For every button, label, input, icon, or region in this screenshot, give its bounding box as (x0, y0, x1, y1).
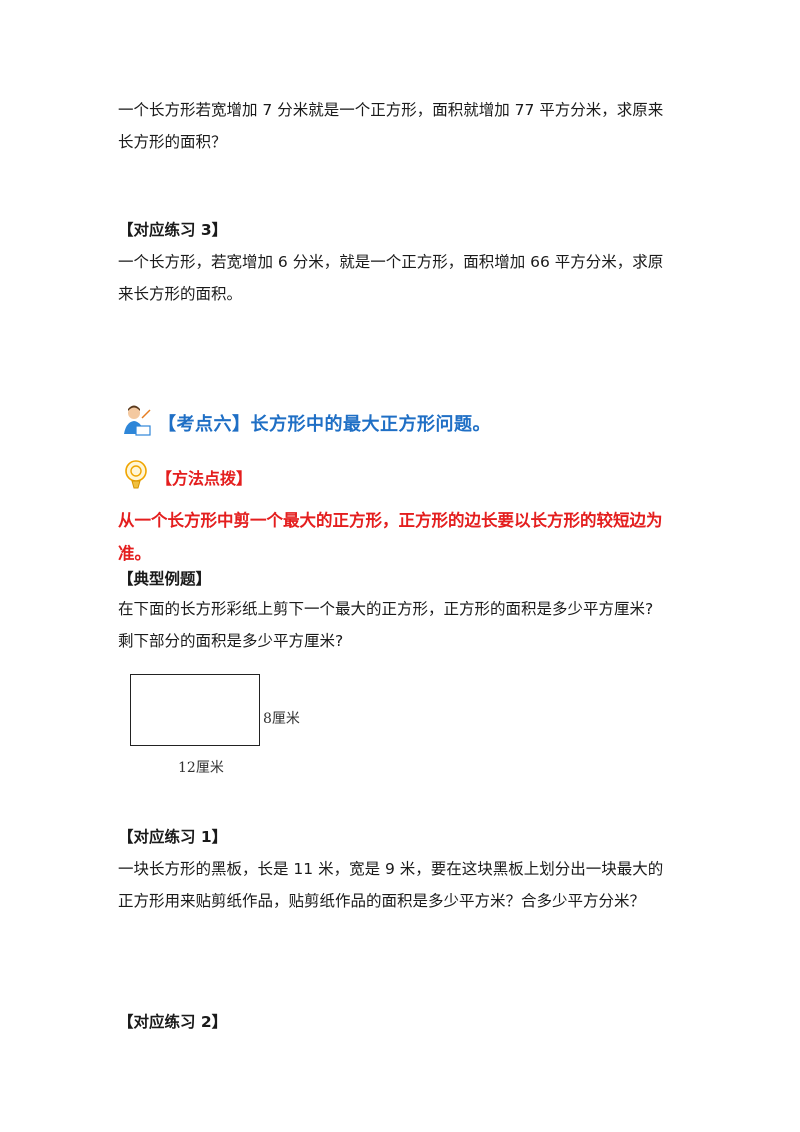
problem-text: 一个长方形若宽增加 7 分米就是一个正方形，面积就增加 77 平方分米，求原来 … (118, 94, 688, 158)
practice-2-heading: 【对应练习 2】 (118, 1013, 228, 1031)
section-title: 【考点六】长方形中的最大正方形问题。 (122, 404, 491, 442)
problem-line-2: 长方形的面积？ (118, 133, 227, 151)
practice-3-line-1: 一个长方形，若宽增加 6 分米，就是一个正方形，面积增加 66 平方分米，求原 (118, 253, 664, 271)
teacher-icon (122, 404, 152, 442)
method-label: 【方法点拨】 (156, 469, 253, 488)
rectangle-figure (130, 674, 260, 746)
method-tip: 【方法点拨】 (122, 459, 252, 495)
example-line-1: 在下面的长方形彩纸上剪下一个最大的正方形，正方形的面积是多少平方厘米? (118, 600, 654, 618)
practice-3-text: 一个长方形，若宽增加 6 分米，就是一个正方形，面积增加 66 平方分米，求原 … (118, 246, 688, 310)
practice-3-line-2: 来长方形的面积。 (118, 285, 243, 303)
example-line-2: 剩下部分的面积是多少平方厘米? (118, 632, 344, 650)
height-label: 8厘米 (263, 711, 300, 727)
method-line-2: 准。 (118, 544, 151, 563)
practice-1-line-2: 正方形用来贴剪纸作品，贴剪纸作品的面积是多少平方米？合多少平方分米？ (118, 892, 646, 910)
lightbulb-icon (122, 458, 152, 496)
practice-3-heading: 【对应练习 3】 (118, 221, 228, 239)
method-line-1: 从一个长方形中剪一个最大的正方形，正方形的边长要以长方形的较短边为 (118, 511, 663, 530)
method-text: 从一个长方形中剪一个最大的正方形，正方形的边长要以长方形的较短边为 准。 (118, 504, 698, 570)
problem-line-1: 一个长方形若宽增加 7 分米就是一个正方形，面积就增加 77 平方分米，求原来 (118, 101, 664, 119)
practice-1-heading: 【对应练习 1】 (118, 828, 228, 846)
practice-1-text: 一块长方形的黑板，长是 11 米，宽是 9 米，要在这块黑板上划分出一块最大的 … (118, 853, 688, 917)
example-text: 在下面的长方形彩纸上剪下一个最大的正方形，正方形的面积是多少平方厘米? 剩下部分… (118, 593, 688, 657)
practice-1-line-1: 一块长方形的黑板，长是 11 米，宽是 9 米，要在这块黑板上划分出一块最大的 (118, 860, 664, 878)
example-heading: 【典型例题】 (118, 570, 212, 588)
width-label: 12厘米 (178, 760, 224, 776)
section-title-text: 【考点六】长方形中的最大正方形问题。 (158, 414, 491, 435)
